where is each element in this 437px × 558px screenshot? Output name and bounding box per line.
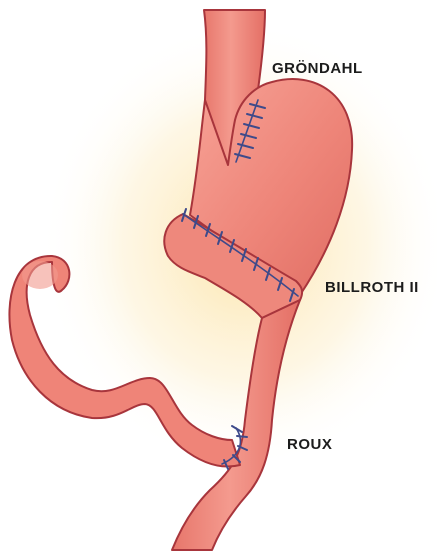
- grondahl-label: GRÖNDAHL: [272, 60, 363, 77]
- loop-end: [22, 261, 58, 289]
- billroth-label: BILLROTH II: [325, 279, 419, 296]
- roux-label: ROUX: [287, 436, 332, 453]
